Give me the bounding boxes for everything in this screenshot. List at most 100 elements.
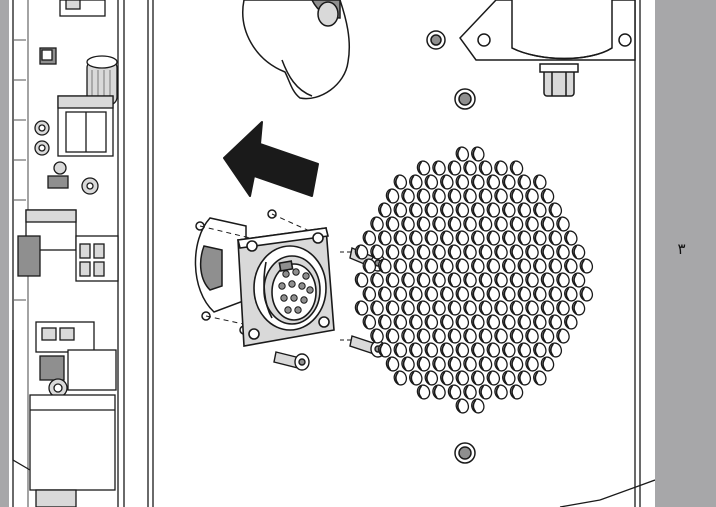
- vent-hole-shadow: [410, 259, 415, 273]
- vent-hole-shadow: [495, 217, 500, 231]
- vent-hole-shadow: [488, 203, 492, 217]
- vent-hole-shadow: [464, 189, 469, 203]
- ventilation-grille-icon: [354, 146, 594, 414]
- vent-hole-shadow: [542, 245, 547, 259]
- motor-mount: [459, 0, 636, 97]
- vent-hole-shadow: [488, 231, 492, 245]
- vent-hole-shadow: [495, 385, 500, 399]
- vent-hole-shadow: [418, 329, 423, 343]
- vent-hole-shadow: [371, 273, 376, 287]
- vent-hole-shadow: [519, 259, 523, 273]
- vent-hole-shadow: [441, 343, 446, 357]
- vent-hole-shadow: [387, 357, 392, 371]
- vent-hole-shadow: [402, 357, 407, 371]
- vent-hole-shadow: [511, 385, 516, 399]
- vent-hole-shadow: [542, 189, 547, 203]
- vent-hole-shadow: [426, 231, 430, 245]
- vent-hole-shadow: [488, 259, 492, 273]
- vent-hole-shadow: [464, 329, 469, 343]
- vent-hole-shadow: [495, 273, 500, 287]
- vent-hole-shadow: [457, 315, 461, 329]
- rear-panel: [147, 0, 655, 507]
- vent-hole-shadow: [503, 231, 508, 245]
- vent-hole-shadow: [364, 231, 368, 245]
- vent-hole-shadow: [534, 203, 539, 217]
- vent-hole-shadow: [418, 357, 423, 371]
- vent-hole-shadow: [557, 301, 562, 315]
- vent-hole-shadow: [410, 287, 415, 301]
- vent-hole-shadow: [526, 245, 531, 259]
- vent-hole-shadow: [542, 357, 547, 371]
- vent-hole-shadow: [457, 175, 461, 189]
- vent-hole-shadow: [418, 273, 423, 287]
- vent-hole-shadow: [395, 231, 399, 245]
- vent-hole-shadow: [534, 287, 539, 301]
- vent-hole-shadow: [364, 287, 368, 301]
- vent-hole-shadow: [402, 329, 407, 343]
- vent-hole-shadow: [426, 175, 430, 189]
- circuit-board: [12, 0, 125, 507]
- vent-hole-shadow: [480, 273, 485, 287]
- vent-hole-shadow: [387, 245, 392, 259]
- vent-hole-shadow: [526, 301, 531, 315]
- vent-hole-shadow: [371, 245, 376, 259]
- vent-hole-shadow: [472, 371, 477, 385]
- vent-hole-shadow: [550, 259, 554, 273]
- vent-hole-shadow: [379, 203, 384, 217]
- vent-hole-shadow: [402, 217, 407, 231]
- vent-hole-shadow: [371, 301, 376, 315]
- vent-hole-shadow: [449, 189, 454, 203]
- vent-hole-shadow: [495, 245, 500, 259]
- vent-hole-shadow: [457, 147, 461, 161]
- vent-hole-shadow: [410, 175, 415, 189]
- vent-hole-shadow: [503, 259, 508, 273]
- vent-hole-shadow: [472, 287, 477, 301]
- vent-hole-shadow: [356, 245, 361, 259]
- vent-hole-shadow: [542, 273, 547, 287]
- vent-hole-shadow: [410, 231, 415, 245]
- vent-hole-shadow: [433, 245, 438, 259]
- vent-hole-shadow: [449, 385, 454, 399]
- vent-hole-shadow: [379, 343, 384, 357]
- vent-hole-shadow: [441, 203, 446, 217]
- vent-hole-shadow: [449, 161, 454, 175]
- vent-hole-shadow: [441, 287, 446, 301]
- vent-hole-shadow: [503, 203, 508, 217]
- vent-hole-shadow: [503, 315, 508, 329]
- vent-hole-shadow: [550, 287, 554, 301]
- vent-hole-shadow: [495, 329, 500, 343]
- vent-hole-shadow: [364, 259, 368, 273]
- assembly-illustration: [0, 0, 655, 507]
- vent-hole-shadow: [488, 175, 492, 189]
- vent-hole-shadow: [519, 371, 523, 385]
- vent-hole-shadow: [410, 203, 415, 217]
- vent-hole-shadow: [519, 287, 523, 301]
- vent-hole-shadow: [464, 385, 469, 399]
- vent-hole-shadow: [371, 217, 376, 231]
- vent-hole-shadow: [480, 217, 485, 231]
- vent-hole-shadow: [426, 287, 430, 301]
- vent-hole-shadow: [488, 343, 492, 357]
- vent-hole-shadow: [426, 259, 430, 273]
- vent-hole-shadow: [433, 329, 438, 343]
- vent-hole-shadow: [356, 301, 361, 315]
- vent-hole-shadow: [457, 259, 461, 273]
- page-number: ٣: [677, 240, 686, 258]
- vent-hole-shadow: [573, 301, 578, 315]
- vent-hole-shadow: [519, 343, 523, 357]
- vent-hole-shadow: [526, 273, 531, 287]
- vent-hole-shadow: [387, 217, 392, 231]
- vent-hole-shadow: [433, 189, 438, 203]
- vent-hole-shadow: [402, 301, 407, 315]
- vent-hole-shadow: [472, 175, 477, 189]
- vent-hole-shadow: [519, 203, 523, 217]
- vent-hole-shadow: [418, 385, 423, 399]
- vent-hole-shadow: [534, 231, 539, 245]
- vent-hole-shadow: [542, 217, 547, 231]
- vent-hole-shadow: [395, 287, 399, 301]
- vent-hole-shadow: [379, 287, 384, 301]
- vent-hole-shadow: [480, 301, 485, 315]
- vent-hole-shadow: [387, 273, 392, 287]
- vent-hole-shadow: [441, 231, 446, 245]
- vent-hole-shadow: [464, 301, 469, 315]
